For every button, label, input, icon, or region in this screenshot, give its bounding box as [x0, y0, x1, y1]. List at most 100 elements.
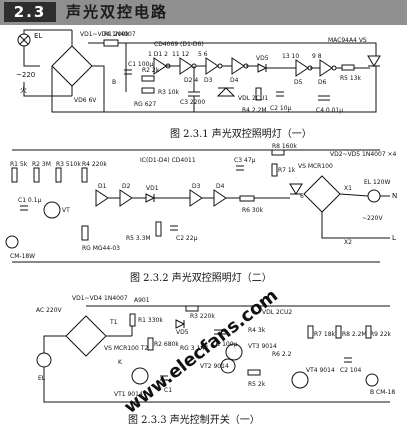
- d1-gate-d3: [205, 57, 219, 75]
- d1-gate-d4: [231, 57, 245, 75]
- section-header: 2.3 声光双控电路: [0, 0, 407, 25]
- d2-rails: [12, 149, 380, 263]
- d1-scr: [367, 55, 381, 67]
- d3-mic-label: B CM-18: [370, 389, 395, 396]
- d3-r1: [129, 313, 136, 327]
- d2-x2-label: X2: [344, 239, 352, 246]
- d2-r6-label: R6 30k: [242, 207, 264, 214]
- d2-r3: [55, 167, 62, 183]
- d2-pin6-label: 6: [300, 193, 304, 200]
- d1-vd6-label: VD6 6V: [74, 97, 97, 104]
- d3-ac-label: AC 220V: [36, 307, 63, 314]
- section-number: 2.3: [4, 2, 56, 22]
- d3-el-label: EL: [38, 375, 46, 382]
- d2-r2: [33, 167, 40, 183]
- d1-d1-label: 1 D1 2: [148, 51, 168, 58]
- d2-vs-label: VS MCR100: [298, 163, 333, 170]
- d3-c2-label: C2 104: [340, 367, 362, 374]
- d2-scr-vs: [289, 183, 303, 195]
- d1-b-label: B: [112, 79, 116, 86]
- d3-vt2-label: VT2 9014: [200, 363, 229, 370]
- d2-n-label: N: [392, 192, 397, 200]
- d2-vd1-diode: [145, 193, 156, 203]
- d1-vdl-diode: [216, 87, 236, 97]
- d3-r8-label: R8 2.2M: [342, 331, 367, 338]
- d2-c2: [170, 225, 178, 231]
- d2-ac-label: ~220V: [362, 215, 383, 222]
- d1-r2: [141, 75, 155, 82]
- d3-vt1: [131, 367, 149, 385]
- d3-lamp-icon: [36, 352, 52, 368]
- d1-d6-pins: 9 8: [312, 53, 322, 60]
- d1-vdl-label: VDL 2CU1: [238, 95, 268, 102]
- d1-d3-pins: 5 6: [198, 51, 208, 58]
- d1-gate-d2: [179, 57, 193, 75]
- d2-r7: [271, 163, 278, 177]
- d1-ac-label: ~220: [16, 71, 35, 79]
- d1-c2-label: C2 10μ: [270, 105, 292, 112]
- d1-r2-label: R2 2k: [142, 67, 160, 74]
- diagram-3: AC 220V VD1~VD4 1N4007 EL A901 T1 VS MCR…: [36, 285, 395, 426]
- d2-transistor-vt: [43, 201, 61, 219]
- d3-r4-label: R4 3k: [248, 327, 266, 334]
- d3-r2-label: R2 680k: [154, 341, 179, 348]
- d2-r1: [11, 167, 18, 183]
- d3-microphone-icon: [365, 373, 379, 387]
- d1-r5: [341, 64, 355, 71]
- d1-d6-label: D6: [318, 79, 327, 86]
- d1-d2-pins: 11 12: [172, 51, 189, 58]
- d1-c1: [124, 69, 132, 75]
- d2-r8: [271, 149, 285, 156]
- d1-r5-label: R5 13k: [340, 75, 362, 82]
- d1-bridge-rectifier: [51, 45, 93, 87]
- d2-ic-label: IC(D1-D4) CD4011: [140, 157, 196, 164]
- d2-c2-label: C2 22μ: [176, 235, 198, 242]
- d1-bridge-label: VD1~VD4 1N4007: [80, 31, 136, 38]
- d1-ic-label: CD4069 (D1-D6): [154, 41, 204, 48]
- d1-c4: [318, 95, 330, 101]
- d2-r4-label: R4 220k: [82, 161, 107, 168]
- d1-d5-pins: 13 10: [282, 53, 299, 60]
- d3-caption: 图 2.3.3 声光控制开关（一）: [128, 413, 260, 426]
- d1-d5-label: D5: [294, 79, 303, 86]
- d3-r8: [335, 325, 342, 339]
- d1-scr-label: MAC94A4 VS: [328, 37, 367, 44]
- d2-r8-label: R8 160k: [272, 143, 297, 150]
- d2-photoresistor-rg: [81, 225, 89, 241]
- d1-r4-label: R4 2.2M: [242, 107, 267, 114]
- d2-c1: [20, 205, 28, 211]
- d3-bridge: [65, 315, 107, 357]
- d1-gate-d5: [295, 59, 309, 77]
- d3-vt1-label: VT1 9014: [114, 391, 143, 398]
- d2-vt-label: VT: [62, 207, 70, 214]
- d1-c3-label: C3 2200: [180, 99, 205, 106]
- d2-r3-label: R3 510k: [56, 161, 81, 168]
- d3-r7: [307, 325, 314, 339]
- d1-d2-label: D2 4: [184, 77, 198, 84]
- d1-wire-live: [23, 82, 72, 97]
- d1-caption: 图 2.3.1 声光双控照明灯（一）: [170, 127, 312, 140]
- d2-gate-d3: [189, 189, 203, 207]
- d2-d3-label: D3: [192, 183, 201, 190]
- d3-r2: [147, 337, 154, 351]
- d3-vt2: [220, 358, 236, 374]
- d1-r3-label: R3 10k: [158, 89, 180, 96]
- d1-c1-label: C1 100μ: [128, 61, 153, 68]
- d1-rails: [104, 42, 377, 113]
- d1-r1: [103, 39, 119, 47]
- d1-r1-label: R1 200k: [104, 31, 129, 38]
- d3-cap-c: [214, 329, 226, 335]
- d3-c1: [160, 375, 168, 381]
- d2-mic-label: CM-18W: [10, 253, 35, 260]
- d2-el-label: EL 120W: [364, 179, 390, 186]
- lamp-cross-icon: [19, 35, 29, 45]
- d2-c1-label: C1 0.1μ: [18, 197, 41, 204]
- d2-gate-d2: [119, 189, 133, 207]
- d1-r4: [255, 87, 262, 101]
- d3-c2: [344, 357, 352, 363]
- d3-c-label: C 100μ: [216, 341, 238, 348]
- d3-vs-label: VS MCR100 T2: [104, 345, 148, 352]
- d3-wires: [43, 305, 390, 403]
- d2-lamp-icon: [367, 189, 381, 203]
- d2-rg-label: RG MG44-03: [82, 245, 120, 252]
